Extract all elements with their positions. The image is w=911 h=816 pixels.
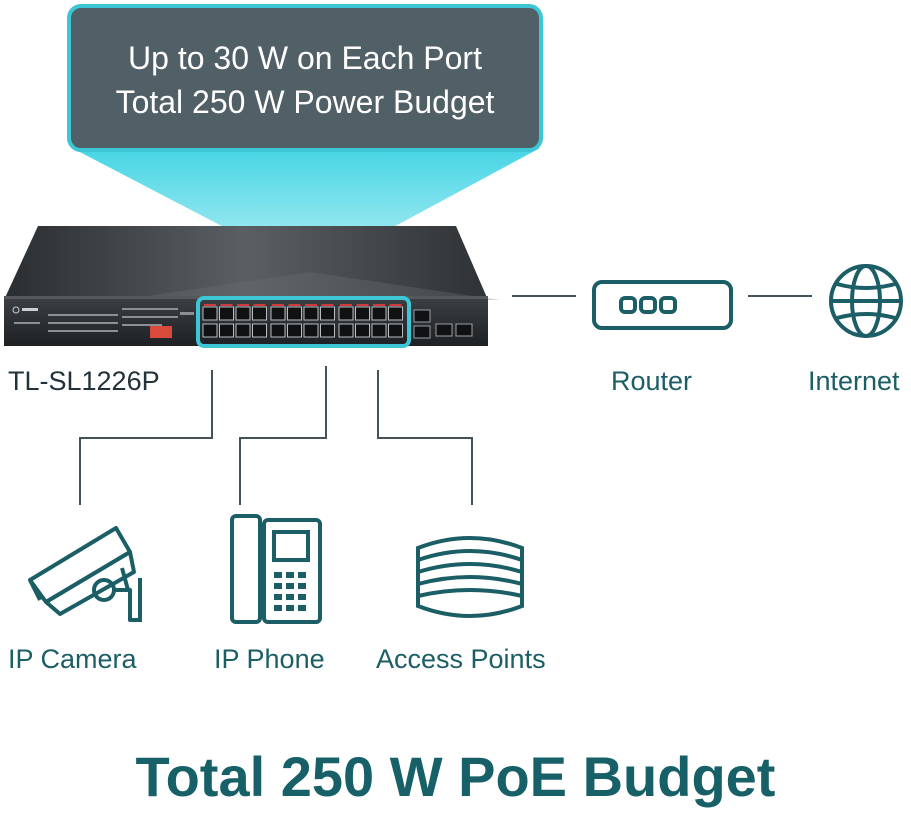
poe-port: [202, 323, 218, 338]
poe-port: [371, 323, 387, 338]
poe-port: [338, 323, 354, 338]
phone-key: [274, 594, 282, 600]
poe-beam: [72, 148, 540, 272]
poe-port: [303, 323, 319, 338]
poe-port: [287, 323, 302, 338]
poe-port-marker: [340, 304, 352, 306]
poe-port: [202, 306, 218, 321]
poe-port-marker: [204, 304, 216, 306]
poe-callout: Up to 30 W on Each Port Total 250 W Powe…: [67, 4, 543, 152]
poe-port-marker: [220, 304, 233, 306]
callout-line-2: Total 250 W Power Budget: [115, 84, 495, 120]
connection-lines: [79, 295, 812, 505]
poe-port: [355, 306, 370, 321]
poe-port: [270, 323, 286, 338]
switch-device: [4, 226, 500, 348]
phone-keypad: [274, 572, 306, 611]
poe-port-marker: [237, 304, 249, 306]
uplink-ports: [413, 309, 473, 339]
poe-port: [235, 323, 251, 338]
callout-line-1: Up to 30 W on Each Port: [128, 40, 482, 76]
poe-port: [388, 306, 403, 321]
phone-key: [274, 605, 282, 611]
access-points-label: Access Points: [376, 644, 546, 674]
poe-port: [287, 306, 302, 321]
phone-key: [274, 572, 282, 578]
router-icon: [592, 280, 733, 330]
poe-port: [235, 306, 251, 321]
poe-port: [371, 306, 387, 321]
phone-key: [298, 583, 306, 589]
phone-key: [298, 572, 306, 578]
camera-label: IP Camera: [8, 644, 137, 674]
poe-ports: [202, 304, 403, 338]
poe-port-marker: [389, 304, 402, 306]
poe-port-marker: [373, 304, 385, 306]
phone-key: [298, 594, 306, 600]
poe-port-marker: [321, 304, 334, 306]
poe-port-marker: [253, 304, 266, 306]
poe-port: [219, 306, 234, 321]
poe-port: [388, 323, 403, 338]
mode-switch: [150, 326, 172, 338]
poe-port: [320, 323, 335, 338]
phone-key: [286, 583, 294, 589]
headline: Total 250 W PoE Budget: [135, 745, 776, 808]
internet-label: Internet: [808, 366, 900, 396]
phone-key: [286, 605, 294, 611]
poe-port: [338, 306, 354, 321]
phone-key: [298, 605, 306, 611]
poe-port: [252, 323, 267, 338]
phone-label: IP Phone: [214, 644, 325, 674]
tp-link-logo: [12, 306, 40, 324]
poe-port-highlight: [196, 296, 411, 348]
phone-key: [274, 583, 282, 589]
led-panel: [48, 308, 178, 332]
switch-model-label: TL-SL1226P: [8, 366, 160, 396]
camera-icon: [28, 526, 142, 622]
poe-port: [320, 306, 335, 321]
poe-port-marker: [356, 304, 369, 306]
poe-port: [303, 306, 319, 321]
poe-port: [355, 323, 370, 338]
poe-port: [219, 323, 234, 338]
phone-key: [286, 594, 294, 600]
poe-port-marker: [288, 304, 301, 306]
router-label: Router: [611, 366, 693, 396]
poe-port-marker: [272, 304, 284, 306]
phone-icon: [230, 514, 322, 624]
phone-key: [286, 572, 294, 578]
poe-port: [270, 306, 286, 321]
poe-port-marker: [305, 304, 317, 306]
globe-icon: [829, 264, 903, 338]
poe-port: [252, 306, 267, 321]
access-point-icon: [416, 536, 524, 618]
